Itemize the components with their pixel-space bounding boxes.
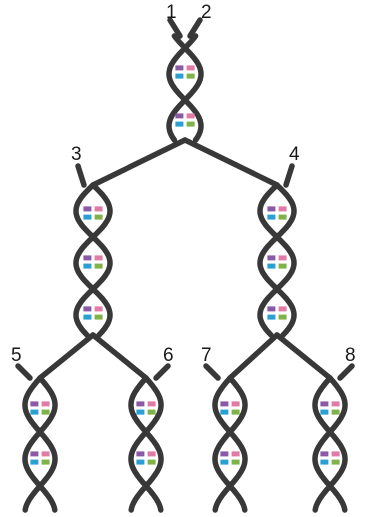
strand-8-tail — [337, 363, 355, 381]
bottom-pair-3-b-purple — [220, 451, 229, 457]
middle-left-pair-2-purple — [83, 255, 92, 261]
fork2-left-b — [90, 332, 149, 381]
bottom-pair-1-a-purple — [30, 401, 39, 407]
strand-5-tail — [15, 363, 33, 381]
middle-left-pair-3-pink — [94, 306, 103, 312]
bottom-pair-3-a-green — [231, 409, 240, 415]
middle-right-pair-1-green — [278, 214, 287, 220]
bottom-pair-1-b-purple — [30, 451, 39, 457]
base-pairs — [30, 65, 340, 465]
bottom-pair-1-b-pink — [41, 451, 50, 457]
parent-pair-1-green — [186, 73, 195, 79]
strand-4-tail — [283, 163, 295, 188]
middle-left-helix-strand-a — [73, 182, 113, 338]
bottom-pair-1-a-pink — [41, 401, 50, 407]
bottom-pair-1-a-green — [41, 409, 50, 415]
middle-left-pair-2-green — [94, 263, 103, 269]
middle-right-pair-3-green — [278, 314, 287, 320]
middle-right-pair-3-purple — [267, 306, 276, 312]
strand-2-tail — [187, 17, 203, 39]
parent-pair-1-pink — [186, 65, 195, 71]
strand-label-5: 5 — [11, 345, 22, 366]
bottom-pair-4-b-pink — [331, 451, 340, 457]
parent-pair-2-purple — [175, 113, 184, 119]
strand-label-1: 1 — [166, 2, 177, 23]
parent-pair-1-purple — [175, 65, 184, 71]
bottom-pair-4-a-purple — [320, 401, 329, 407]
strand-label-6: 6 — [163, 345, 174, 366]
strand-3-tail — [75, 163, 87, 188]
parent-pair-2-pink — [186, 113, 195, 119]
strand-label-8: 8 — [345, 345, 356, 366]
bottom-helix-2-strand-b — [128, 375, 164, 513]
bottom-pair-1-a-blue — [30, 409, 39, 415]
strand-label-7: 7 — [201, 345, 212, 366]
middle-right-pair-2-green — [278, 263, 287, 269]
bottom-pair-2-a-pink — [147, 401, 156, 407]
fork2-right-a — [227, 332, 280, 381]
fork2-right-b — [274, 332, 333, 381]
bottom-helix-4-strand-b — [312, 375, 348, 513]
middle-left-helix-strand-b — [73, 182, 113, 338]
middle-right-pair-3-blue — [267, 314, 276, 320]
dna-strands — [15, 17, 355, 513]
middle-left-pair-2-pink — [94, 255, 103, 261]
bottom-helix-3-strand-b — [212, 375, 248, 513]
bottom-pair-2-b-purple — [136, 451, 145, 457]
middle-right-pair-1-pink — [278, 206, 287, 212]
bottom-pair-3-b-green — [231, 459, 240, 465]
middle-left-pair-1-pink — [94, 206, 103, 212]
bottom-pair-1-b-green — [41, 459, 50, 465]
middle-left-pair-2-blue — [83, 263, 92, 269]
middle-right-pair-1-purple — [267, 206, 276, 212]
middle-right-helix-strand-a — [257, 182, 297, 338]
bottom-pair-2-a-green — [147, 409, 156, 415]
bottom-pair-1-b-blue — [30, 459, 39, 465]
strand-label-3: 3 — [71, 144, 82, 165]
strand-label-2: 2 — [201, 2, 212, 23]
bottom-pair-2-a-blue — [136, 409, 145, 415]
parent-pair-2-blue — [175, 121, 184, 127]
bottom-pair-2-b-pink — [147, 451, 156, 457]
bottom-pair-4-b-green — [331, 459, 340, 465]
bottom-pair-4-a-blue — [320, 409, 329, 415]
strand-6-tail — [153, 363, 171, 381]
middle-right-helix-strand-b — [257, 182, 297, 338]
bottom-pair-3-a-blue — [220, 409, 229, 415]
fork1-right — [182, 137, 280, 188]
middle-right-pair-2-blue — [267, 263, 276, 269]
parent-pair-1-blue — [175, 73, 184, 79]
middle-right-pair-2-purple — [267, 255, 276, 261]
parent-helix-strand-b — [166, 33, 204, 143]
bottom-pair-3-a-pink — [231, 401, 240, 407]
bottom-pair-4-b-blue — [320, 459, 329, 465]
middle-right-pair-2-pink — [278, 255, 287, 261]
bottom-pair-4-b-purple — [320, 451, 329, 457]
bottom-pair-3-b-pink — [231, 451, 240, 457]
bottom-pair-2-b-blue — [136, 459, 145, 465]
fork2-left-a — [37, 332, 96, 381]
bottom-pair-4-a-green — [331, 409, 340, 415]
middle-left-pair-3-green — [94, 314, 103, 320]
middle-left-pair-3-purple — [83, 306, 92, 312]
middle-right-pair-3-pink — [278, 306, 287, 312]
parent-helix-strand-a — [166, 33, 204, 143]
bottom-helix-1-strand-b — [22, 375, 58, 513]
middle-right-pair-1-blue — [267, 214, 276, 220]
bottom-pair-3-a-purple — [220, 401, 229, 407]
bottom-pair-2-a-purple — [136, 401, 145, 407]
middle-left-pair-3-blue — [83, 314, 92, 320]
bottom-pair-3-b-blue — [220, 459, 229, 465]
middle-left-pair-1-purple — [83, 206, 92, 212]
strand-1-tail — [167, 17, 183, 39]
strand-label-4: 4 — [289, 144, 300, 165]
bottom-pair-2-b-green — [147, 459, 156, 465]
parent-pair-2-green — [186, 121, 195, 127]
bottom-pair-4-a-pink — [331, 401, 340, 407]
fork1-left — [90, 137, 188, 188]
middle-left-pair-1-blue — [83, 214, 92, 220]
strand-7-tail — [203, 363, 221, 381]
middle-left-pair-1-green — [94, 214, 103, 220]
